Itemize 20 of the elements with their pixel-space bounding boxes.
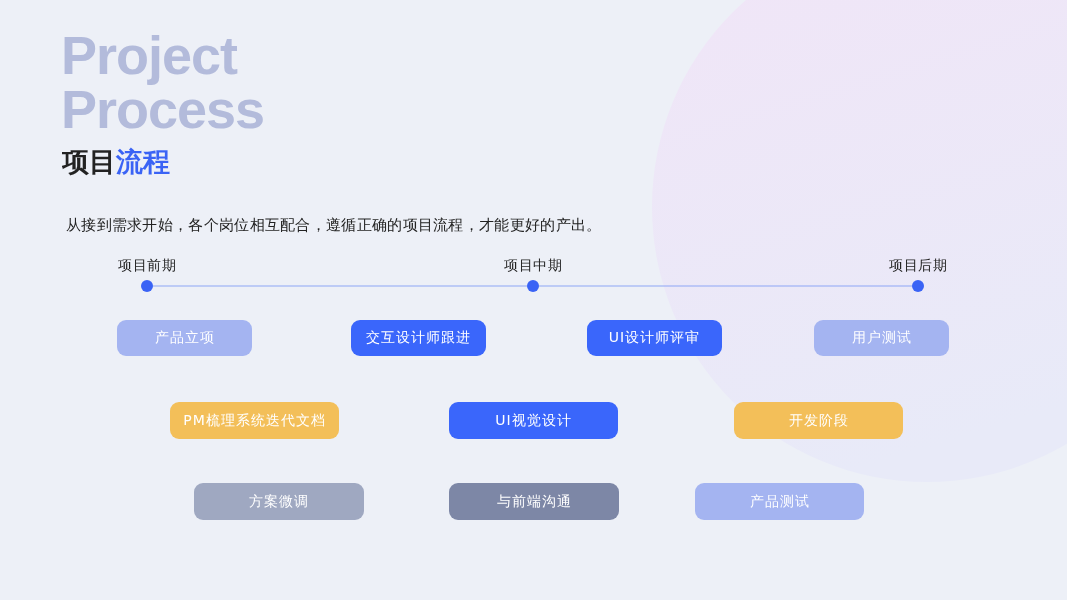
timeline-line <box>152 285 528 287</box>
stage-label: 项目后期 <box>889 256 947 274</box>
english-heading: Project Process <box>61 28 265 136</box>
step-box: 开发阶段 <box>734 402 903 439</box>
step-box: 产品立项 <box>117 320 252 356</box>
timeline-line <box>538 285 913 287</box>
step-box: PM梳理系统迭代文档 <box>170 402 339 439</box>
step-box: 用户测试 <box>814 320 949 356</box>
step-box: 产品测试 <box>695 483 864 520</box>
timeline-dot <box>527 280 539 292</box>
step-box: UI视觉设计 <box>449 402 618 439</box>
step-box: 交互设计师跟进 <box>351 320 486 356</box>
step-box: 方案微调 <box>194 483 364 520</box>
step-box: 与前端沟通 <box>449 483 619 520</box>
stage-label: 项目前期 <box>118 256 176 274</box>
step-box: UI设计师评审 <box>587 320 722 356</box>
description-text: 从接到需求开始，各个岗位相互配合，遵循正确的项目流程，才能更好的产出。 <box>66 215 602 235</box>
timeline-dot <box>141 280 153 292</box>
stage-label: 项目中期 <box>504 256 562 274</box>
timeline-dot <box>912 280 924 292</box>
